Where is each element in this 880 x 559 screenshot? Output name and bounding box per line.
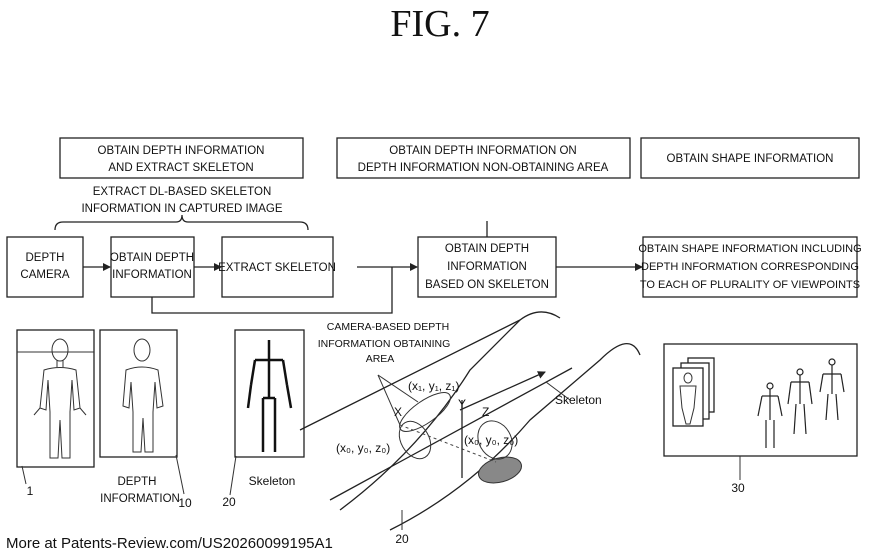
header-2-line2: DEPTH INFORMATION NON-OBTAINING AREA: [358, 162, 609, 174]
coord-p1: (x₁, y₁, z₁): [408, 379, 459, 393]
box-depth-based-on-skeleton: OBTAIN DEPTH INFORMATION BASED ON SKELET…: [417, 236, 557, 298]
obtain-depth-line2: INFORMATION: [112, 269, 192, 281]
ref-20b: 20: [395, 532, 409, 546]
leader-ref-10: [175, 454, 185, 495]
camera-area-line3: AREA: [366, 353, 395, 365]
based-line2: INFORMATION: [447, 261, 527, 273]
axis-x: X: [394, 405, 402, 419]
multi-view-panel: [663, 343, 858, 457]
shape-line3: TO EACH OF PLURALITY OF VIEWPOINTS: [640, 279, 860, 291]
skeleton-label-cylinder: Skeleton: [555, 393, 602, 407]
axis-z: Z: [482, 405, 489, 419]
obtain-depth-line1: OBTAIN DEPTH: [110, 252, 194, 264]
coord-p0-right: (x₀, y₀, z₀): [464, 433, 518, 447]
bracket-note-line2: INFORMATION IN CAPTURED IMAGE: [81, 203, 282, 215]
connector-depth-loop: [151, 267, 393, 314]
ref-20a: 20: [222, 495, 236, 509]
leader-ref-1: [21, 465, 27, 485]
depth-info-label-line1: DEPTH: [118, 476, 157, 488]
box-depth-camera: DEPTH CAMERA: [6, 236, 84, 298]
coord-p0-left: (x₀, y₀, z₀): [336, 441, 390, 455]
bracket-note-line1: EXTRACT DL-BASED SKELETON: [93, 186, 272, 198]
ref-10: 10: [178, 496, 192, 510]
header-1-line2: AND EXTRACT SKELETON: [108, 162, 253, 174]
shape-line1: OBTAIN SHAPE INFORMATION INCLUDING: [638, 243, 861, 255]
skeleton-panel: [234, 329, 305, 458]
header-non-obtaining-area: OBTAIN DEPTH INFORMATION ON DEPTH INFORM…: [336, 137, 631, 179]
ref-30: 30: [731, 481, 745, 495]
depth-camera-line1: DEPTH: [26, 252, 65, 264]
skeleton-label: Skeleton: [249, 474, 296, 488]
leader-ref-20a: [229, 455, 237, 496]
header-1-line1: OBTAIN DEPTH INFORMATION: [98, 145, 265, 157]
header-obtain-shape: OBTAIN SHAPE INFORMATION: [640, 137, 860, 179]
ref-1: 1: [27, 484, 34, 498]
camera-area-line2: INFORMATION OBTAINING: [318, 338, 451, 350]
shape-line2: DEPTH INFORMATION CORRESPONDING: [641, 261, 859, 273]
header-obtain-depth-extract: OBTAIN DEPTH INFORMATION AND EXTRACT SKE…: [59, 137, 304, 179]
box-obtain-depth-info: OBTAIN DEPTH INFORMATION: [110, 236, 195, 298]
based-line3: BASED ON SKELETON: [425, 279, 549, 291]
brace-bracket: [54, 214, 309, 231]
depth-info-label-line2: INFORMATION: [100, 493, 180, 505]
depth-image-panel: [99, 329, 178, 458]
camera-area-line1: CAMERA-BASED DEPTH: [327, 321, 450, 333]
header-3-line1: OBTAIN SHAPE INFORMATION: [667, 153, 834, 165]
cylinder-diagram: [299, 311, 641, 531]
axis-y: Y: [458, 397, 466, 411]
header-2-line1: OBTAIN DEPTH INFORMATION ON: [389, 145, 576, 157]
extract-skeleton-label: EXTRACT SKELETON: [218, 262, 336, 274]
source-footer: More at Patents-Review.com/US20260099195…: [6, 535, 333, 552]
box-extract-skeleton: EXTRACT SKELETON: [218, 236, 336, 298]
figure-title: FIG. 7: [390, 3, 489, 45]
person-image-panel: [16, 329, 95, 468]
depth-camera-line2: CAMERA: [20, 269, 70, 281]
box-obtain-shape-info: OBTAIN SHAPE INFORMATION INCLUDING DEPTH…: [638, 236, 862, 298]
based-line1: OBTAIN DEPTH: [445, 243, 529, 255]
